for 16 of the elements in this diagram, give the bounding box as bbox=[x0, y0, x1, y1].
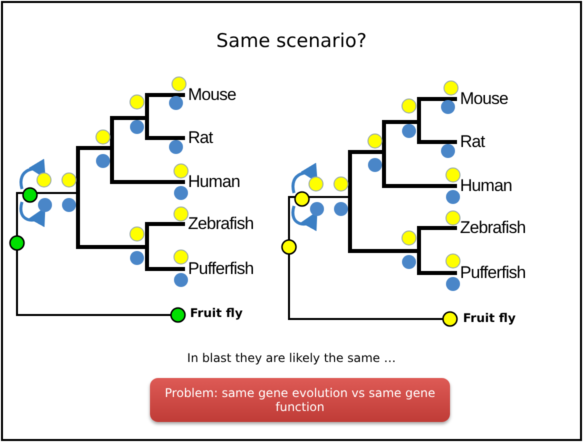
species-label: Fruit fly bbox=[190, 306, 243, 320]
species-label: Human bbox=[188, 172, 240, 192]
species-label: Rat bbox=[460, 132, 485, 152]
species-label: Human bbox=[460, 176, 512, 196]
species-label: Rat bbox=[188, 128, 213, 148]
note-text: In blast they are likely the same … bbox=[186, 351, 397, 365]
problem-box bbox=[150, 378, 450, 422]
species-label: Pufferfish bbox=[460, 263, 526, 283]
species-label: Zebrafish bbox=[188, 214, 254, 234]
problem-text: Problem: same gene evolution vs same gene function bbox=[164, 386, 436, 414]
species-label: Fruit fly bbox=[463, 311, 516, 325]
species-label: Zebrafish bbox=[460, 218, 526, 238]
species-label: Mouse bbox=[460, 89, 508, 109]
species-label: Pufferfish bbox=[188, 259, 254, 279]
species-label: Mouse bbox=[188, 85, 236, 105]
slide-title: Same scenario? bbox=[215, 30, 368, 52]
